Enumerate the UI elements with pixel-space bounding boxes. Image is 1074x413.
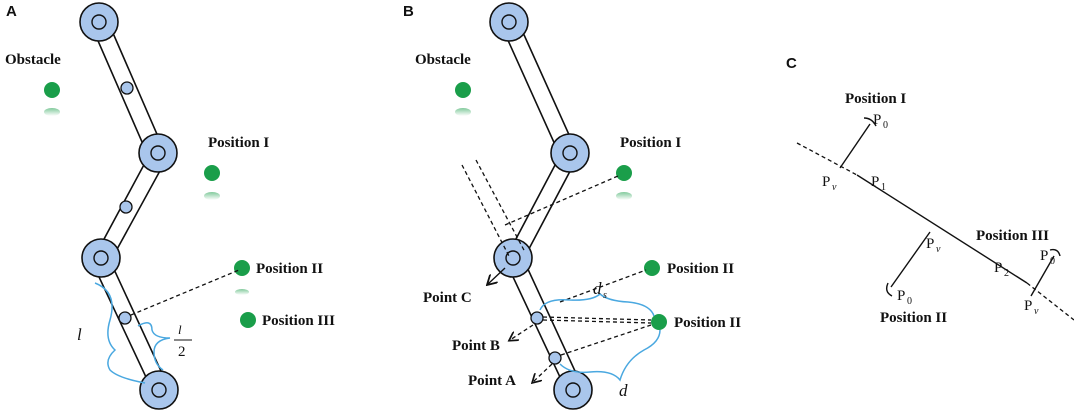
p0-i-subscript: 0 — [883, 120, 888, 131]
point-marker — [1049, 248, 1061, 257]
link-length-label: l — [77, 325, 82, 344]
distance-line — [559, 269, 647, 303]
distance-line — [130, 269, 240, 316]
distance-line — [542, 319, 652, 324]
robot-arm-a — [79, 2, 179, 410]
panel-b: B Obstacle Position I Position II — [403, 2, 741, 410]
distance-line — [560, 324, 652, 356]
ds-subscript: s — [603, 290, 607, 301]
pv-1-subscript: v — [832, 182, 837, 193]
link-midpoint — [118, 311, 132, 325]
pv-2-subscript: v — [936, 244, 941, 255]
joint — [550, 133, 590, 173]
p2-label: P — [994, 260, 1002, 276]
position-iii-label: Position III — [976, 228, 1049, 244]
perpendicular-i — [839, 123, 871, 169]
half-length-denominator: 2 — [178, 344, 186, 360]
p0-i-label: P — [873, 112, 881, 128]
point-marker — [885, 282, 893, 297]
point-a-arrow — [533, 363, 553, 382]
panel-a: A Obstacle Position I Position II Po — [5, 2, 335, 410]
panel-letter-c: C — [786, 55, 797, 72]
panel-letter-a: A — [6, 3, 17, 20]
position-ii-label-top: Position II — [667, 261, 734, 277]
d-brace — [559, 329, 661, 382]
joint — [81, 238, 121, 278]
position-ii-shadow — [235, 289, 249, 295]
joint — [138, 133, 178, 173]
perpendicular-iii — [1030, 255, 1055, 297]
position-iii-point — [240, 312, 256, 328]
joint — [139, 370, 179, 410]
obstacle-label: Obstacle — [5, 52, 61, 68]
pv-2-label: P — [926, 236, 934, 252]
position-ii-label: Position II — [256, 261, 323, 277]
point-marker — [863, 117, 877, 127]
link-midpoint — [530, 311, 544, 325]
point-a-label: Point A — [468, 373, 516, 389]
obstacle-point — [44, 82, 60, 116]
link-midpoint — [119, 200, 133, 214]
d-label: d — [619, 381, 628, 400]
point-b-label: Point B — [452, 338, 500, 354]
position-i-label: Position I — [620, 135, 681, 151]
perpendicular-ii — [890, 231, 931, 288]
panel-letter-b: B — [403, 3, 414, 20]
trajectory-line-dashed — [796, 142, 858, 176]
p2-subscript: 2 — [1004, 268, 1009, 279]
p1-label: P — [871, 174, 879, 190]
pv-3-subscript: v — [1034, 306, 1039, 317]
position-ii-point-top — [644, 260, 660, 276]
half-length-brace — [137, 322, 171, 371]
position-ii-point — [234, 260, 250, 276]
point-c-arrow — [488, 267, 506, 284]
position-ii-point-bottom — [651, 314, 667, 330]
joint — [79, 2, 119, 42]
position-iii-label: Position III — [262, 313, 335, 329]
pv-3-label: P — [1024, 298, 1032, 314]
joint — [489, 2, 529, 42]
point-c-label: Point C — [423, 290, 472, 306]
position-i-point — [204, 165, 220, 200]
obstacle-point — [455, 82, 471, 116]
position-ii-label: Position II — [880, 310, 947, 326]
position-i-label: Position I — [208, 135, 269, 151]
extension-line — [475, 159, 526, 253]
p0-iii-label: P — [1040, 248, 1048, 264]
panel-c: C Position I P 0 P v P 1 P v P 0 Positio… — [786, 55, 1074, 326]
position-i-label: Position I — [845, 91, 906, 107]
p1-subscript: 1 — [881, 182, 886, 193]
length-brace — [94, 282, 146, 384]
p0-ii-subscript: 0 — [907, 296, 912, 307]
extension-line — [461, 164, 511, 259]
p0-ii-label: P — [897, 288, 905, 304]
link-endpoint-marker — [548, 351, 562, 365]
half-length-numerator: l — [178, 322, 182, 337]
link-midpoint — [120, 81, 134, 95]
robot-arm-b — [489, 2, 593, 410]
position-i-point — [616, 165, 632, 200]
joint — [493, 238, 533, 278]
p0-iii-subscript: 0 — [1050, 256, 1055, 267]
pv-1-label: P — [822, 174, 830, 190]
joint — [553, 370, 593, 410]
ds-label: d — [593, 279, 602, 298]
obstacle-label: Obstacle — [415, 52, 471, 68]
ds-brace — [539, 293, 655, 317]
position-ii-label-bottom: Position II — [674, 315, 741, 331]
point-b-arrow — [510, 324, 534, 340]
trajectory-line — [856, 174, 1028, 284]
distance-line — [542, 316, 652, 321]
